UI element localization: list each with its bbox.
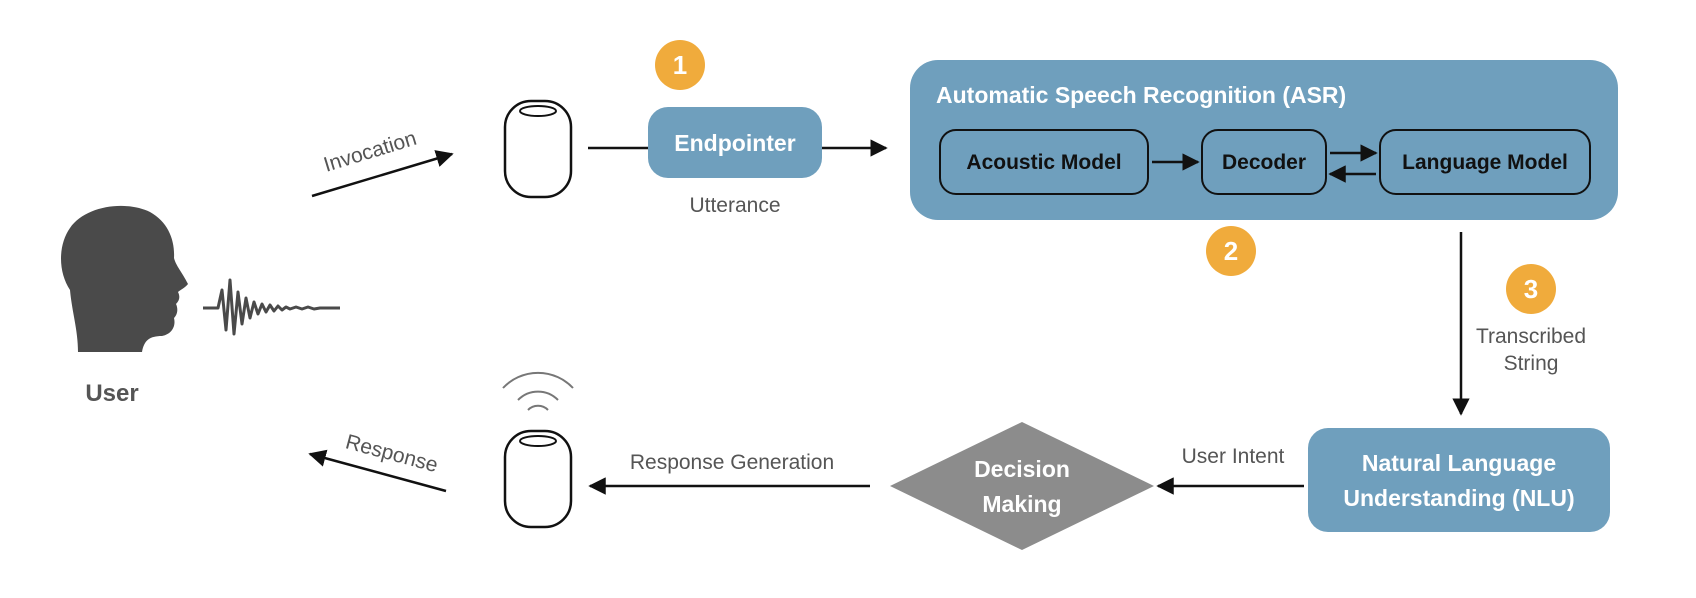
response-generation-label: Response Generation xyxy=(630,451,834,474)
user-intent-label: User Intent xyxy=(1182,445,1285,468)
endpointer-box xyxy=(648,107,822,178)
decision-label-line2: Making xyxy=(982,491,1061,517)
decoder-label: Decoder xyxy=(1222,151,1306,174)
response-arrow xyxy=(308,449,447,493)
svg-text:2: 2 xyxy=(1224,236,1238,266)
nlu-box xyxy=(1308,428,1610,532)
decision-label-line1: Decision xyxy=(974,456,1070,482)
step-badge-3: 3 xyxy=(1506,264,1556,314)
head-icon xyxy=(61,205,188,352)
step-badge-1: 1 xyxy=(655,40,705,90)
utterance-label: Utterance xyxy=(689,194,780,217)
endpointer-label: Endpointer xyxy=(674,130,795,156)
transcribed-label-line1: Transcribed xyxy=(1476,325,1586,348)
smart-speaker-icon xyxy=(503,99,573,199)
asr-title: Automatic Speech Recognition (ASR) xyxy=(936,82,1346,108)
nlu-label-line2: Understanding (NLU) xyxy=(1343,485,1574,511)
acoustic-model-box xyxy=(939,129,1149,195)
language-model-box xyxy=(1379,129,1591,195)
nlu-label-line1: Natural Language xyxy=(1362,450,1556,476)
acoustic-model-label: Acoustic Model xyxy=(966,151,1121,174)
smart-speaker-icon xyxy=(503,429,573,529)
response-label: Response xyxy=(343,430,440,477)
sound-wave-icon xyxy=(203,278,340,336)
svg-text:3: 3 xyxy=(1524,274,1538,304)
step-badge-2: 2 xyxy=(1206,226,1256,276)
svg-text:1: 1 xyxy=(673,50,687,80)
user-label: User xyxy=(85,380,138,407)
decision-diamond xyxy=(890,422,1154,550)
invocation-arrow xyxy=(311,150,454,198)
language-model-label: Language Model xyxy=(1402,151,1568,174)
broadcast-waves-icon xyxy=(502,371,574,411)
decoder-box xyxy=(1201,129,1327,195)
transcribed-label-line2: String xyxy=(1504,352,1559,375)
